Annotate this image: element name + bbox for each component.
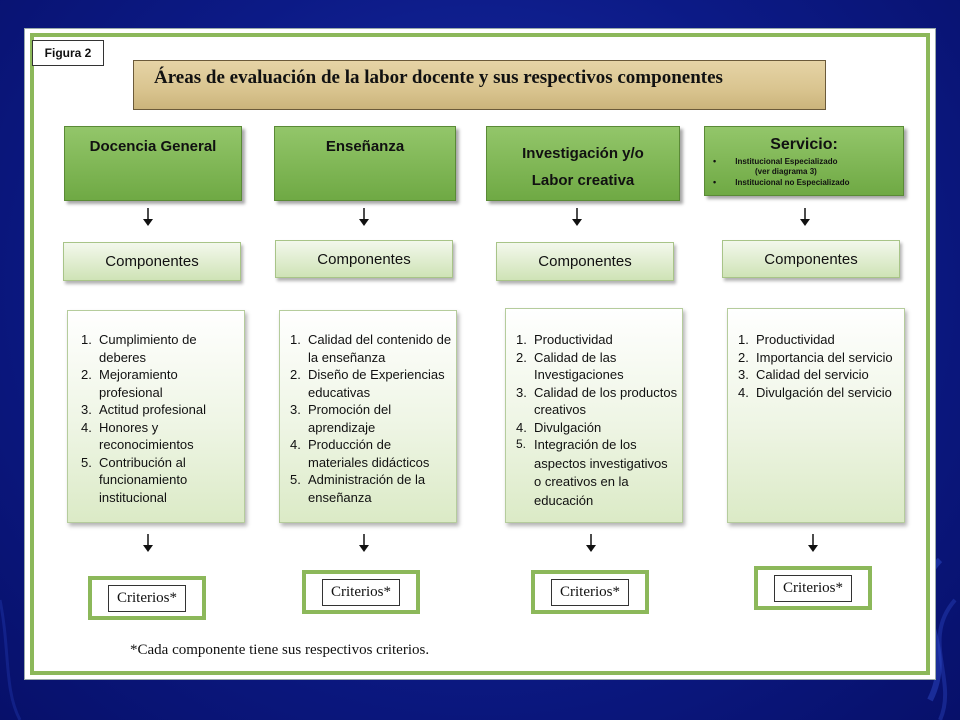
list-item: 3.Actitud profesional <box>81 402 206 417</box>
list-item: 5.Contribución al funcionamiento institu… <box>81 454 188 505</box>
criteria-label: Criterios* <box>322 578 400 606</box>
list-item: 2.Calidad de las Investigaciones <box>516 349 624 383</box>
arrow-down-icon <box>143 208 153 226</box>
list-item: 4.Honores y reconocimientos <box>81 419 194 453</box>
components-box: Componentes <box>496 242 674 281</box>
servicio-bullet: Institucional no Especializado <box>713 177 903 188</box>
servicio-bullets: Institucional Especializado (ver diagram… <box>705 156 903 188</box>
servicio-bullet-text: Institucional Especializado <box>735 157 838 166</box>
list-item: 5.Administración de la enseñanza <box>290 472 426 505</box>
list-item: 1.Cumplimiento de deberes <box>81 332 197 365</box>
list-item: 4.Divulgación del servicio <box>738 384 892 400</box>
criteria-box: Criterios* <box>754 566 872 610</box>
list-item: 1.Calidad del contenido de la enseñanza <box>290 332 452 365</box>
area-ensenanza: Enseñanza <box>274 126 456 201</box>
list-item: 3.Calidad del servicio <box>738 367 869 382</box>
components-list-investigacion: 1.Productividad 2.Calidad de las Investi… <box>505 308 683 523</box>
area-docencia-general: Docencia General <box>64 126 242 201</box>
arrow-down-icon <box>572 208 582 226</box>
components-box: Componentes <box>722 240 900 278</box>
list-item: 2.Importancia del servicio <box>738 349 893 365</box>
diagram-title: Áreas de evaluación de la labor docente … <box>133 60 826 110</box>
components-box: Componentes <box>275 240 453 278</box>
figure-label: Figura 2 <box>32 40 104 66</box>
list-item: 1.Productividad <box>516 332 613 347</box>
list-item: 2.Diseño de Experiencias educativas <box>290 367 445 400</box>
area-label-line2: Labor creativa <box>531 172 635 189</box>
arrow-down-icon <box>359 208 369 226</box>
diagram-frame <box>30 33 930 675</box>
footnote: *Cada componente tiene sus respectivos c… <box>130 642 430 658</box>
list-item: 2.Mejoramiento profesional <box>81 367 178 400</box>
servicio-bullet-sub: (ver diagrama 3) <box>755 167 817 176</box>
area-label: Servicio: <box>770 136 838 153</box>
arrow-down-icon <box>359 534 369 552</box>
area-servicio: Servicio: Institucional Especializado (v… <box>704 126 904 196</box>
criteria-box: Criterios* <box>302 570 420 614</box>
criteria-box: Criterios* <box>531 570 649 614</box>
components-list-ensenanza: 1.Calidad del contenido de la enseñanza … <box>279 310 457 523</box>
components-box: Componentes <box>63 242 241 281</box>
list-item: 3.Calidad de los productos creativos <box>516 384 678 418</box>
area-label: Docencia General <box>89 138 217 155</box>
arrow-down-icon <box>800 208 810 226</box>
components-list-servicio: 1.Productividad 2.Importancia del servic… <box>727 308 905 523</box>
list-item: 3.Promoción del aprendizaje <box>290 402 392 435</box>
servicio-bullet-text: Institucional no Especializado <box>735 178 850 187</box>
list-item: 4.Divulgación <box>516 419 602 435</box>
criteria-label: Criterios* <box>551 578 629 606</box>
criteria-label: Criterios* <box>108 584 186 612</box>
list-item: 5.Integración de los aspectos investigat… <box>516 437 668 508</box>
area-label: Enseñanza <box>325 138 405 155</box>
area-label-line1: Investigación y/o <box>522 145 644 162</box>
criteria-box: Criterios* <box>88 576 206 620</box>
criteria-label: Criterios* <box>774 574 852 602</box>
arrow-down-icon <box>808 534 818 552</box>
list-item: 4.Producción de materiales didácticos <box>290 437 430 470</box>
arrow-down-icon <box>143 534 153 552</box>
arrow-down-icon <box>586 534 596 552</box>
components-list-docencia: 1.Cumplimiento de deberes 2.Mejoramiento… <box>67 310 245 523</box>
area-investigacion: Investigación y/o Labor creativa <box>486 126 680 201</box>
servicio-bullet: Institucional Especializado (ver diagram… <box>713 156 903 177</box>
list-item: 1.Productividad <box>738 332 835 347</box>
